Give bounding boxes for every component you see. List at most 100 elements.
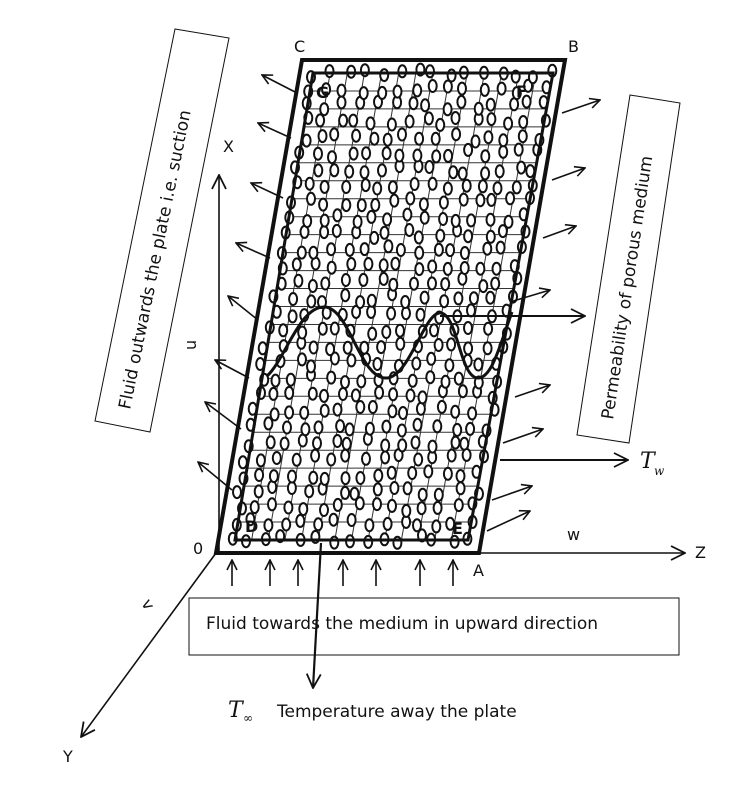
pore bbox=[455, 469, 466, 483]
pore bbox=[475, 261, 486, 276]
pore bbox=[446, 337, 457, 352]
permeability-text: Permeability of porous medium bbox=[598, 154, 657, 420]
pore bbox=[380, 450, 391, 465]
suction-arrow bbox=[205, 402, 242, 430]
ambient-temperature-text: Temperature away the plate bbox=[276, 702, 517, 722]
pore bbox=[340, 448, 351, 463]
corner-label-D: D bbox=[245, 517, 258, 536]
pore bbox=[284, 405, 295, 420]
pore bbox=[346, 257, 357, 271]
pore bbox=[521, 94, 532, 109]
pore bbox=[344, 164, 355, 179]
pore bbox=[369, 131, 380, 146]
pore bbox=[419, 290, 430, 305]
pore bbox=[355, 471, 366, 485]
grid-line-v bbox=[384, 72, 468, 541]
pore bbox=[313, 146, 323, 161]
pore bbox=[442, 466, 453, 481]
pore bbox=[308, 470, 319, 485]
pore bbox=[245, 512, 256, 527]
pore bbox=[433, 338, 444, 352]
pore bbox=[297, 433, 308, 448]
pore bbox=[352, 214, 363, 229]
pore bbox=[369, 230, 380, 245]
pore bbox=[398, 406, 408, 420]
pore bbox=[313, 517, 324, 532]
pore bbox=[364, 518, 375, 533]
corner-label-C: C bbox=[294, 37, 305, 56]
pore bbox=[427, 276, 437, 291]
pore bbox=[423, 464, 434, 479]
pore bbox=[432, 500, 443, 515]
pore bbox=[389, 193, 400, 208]
pore bbox=[263, 416, 274, 431]
pore bbox=[429, 323, 439, 338]
pore bbox=[348, 113, 359, 128]
pore bbox=[263, 518, 274, 533]
pore bbox=[346, 513, 357, 527]
pore bbox=[485, 229, 496, 244]
pore bbox=[412, 518, 422, 533]
outflow-arrow bbox=[514, 385, 550, 398]
pore bbox=[254, 468, 265, 482]
pore bbox=[319, 179, 330, 194]
pore bbox=[402, 207, 413, 222]
pore bbox=[340, 375, 350, 390]
pore bbox=[388, 387, 399, 402]
pore bbox=[491, 261, 502, 276]
pore bbox=[463, 142, 474, 157]
pore bbox=[338, 387, 348, 401]
pore bbox=[402, 481, 413, 496]
pore bbox=[387, 180, 398, 195]
pore bbox=[380, 438, 391, 453]
pore bbox=[463, 321, 473, 335]
wall-temperature-symbol: T bbox=[640, 449, 657, 474]
pore bbox=[293, 273, 304, 288]
pore bbox=[363, 257, 374, 271]
pore bbox=[377, 85, 388, 100]
pore bbox=[445, 516, 456, 531]
pore bbox=[414, 262, 425, 277]
pore bbox=[374, 385, 385, 400]
pore bbox=[265, 435, 276, 450]
pore bbox=[466, 303, 476, 318]
pore bbox=[344, 422, 355, 437]
pore bbox=[349, 486, 360, 501]
pore bbox=[326, 452, 337, 467]
pore bbox=[450, 404, 461, 419]
corner-label-B: B bbox=[568, 37, 579, 56]
pore bbox=[442, 102, 453, 117]
pore bbox=[457, 384, 468, 399]
x-axis-label: X bbox=[223, 137, 234, 156]
pore bbox=[496, 81, 507, 96]
pore bbox=[417, 390, 428, 405]
pore bbox=[417, 487, 428, 502]
pore bbox=[467, 406, 478, 421]
pore bbox=[377, 163, 387, 178]
pore bbox=[390, 256, 401, 271]
w-velocity-label: w bbox=[567, 525, 580, 544]
pore bbox=[336, 95, 347, 110]
pore bbox=[431, 519, 442, 534]
pore bbox=[335, 419, 346, 434]
suction-arrows bbox=[198, 75, 298, 491]
pore bbox=[435, 117, 446, 132]
pore bbox=[513, 142, 524, 157]
pore bbox=[459, 246, 470, 260]
pore bbox=[373, 468, 384, 483]
pore bbox=[409, 276, 419, 291]
pore bbox=[372, 357, 383, 371]
pore bbox=[291, 452, 302, 467]
pore bbox=[346, 353, 357, 368]
pore bbox=[319, 471, 330, 486]
pore bbox=[341, 180, 352, 194]
pore bbox=[370, 197, 381, 212]
pore bbox=[459, 261, 470, 275]
suction-arrow bbox=[215, 360, 250, 379]
pore bbox=[387, 498, 397, 513]
pore bbox=[485, 212, 496, 227]
pore bbox=[382, 212, 393, 227]
suction-arrow bbox=[262, 75, 298, 94]
pore bbox=[288, 292, 299, 306]
